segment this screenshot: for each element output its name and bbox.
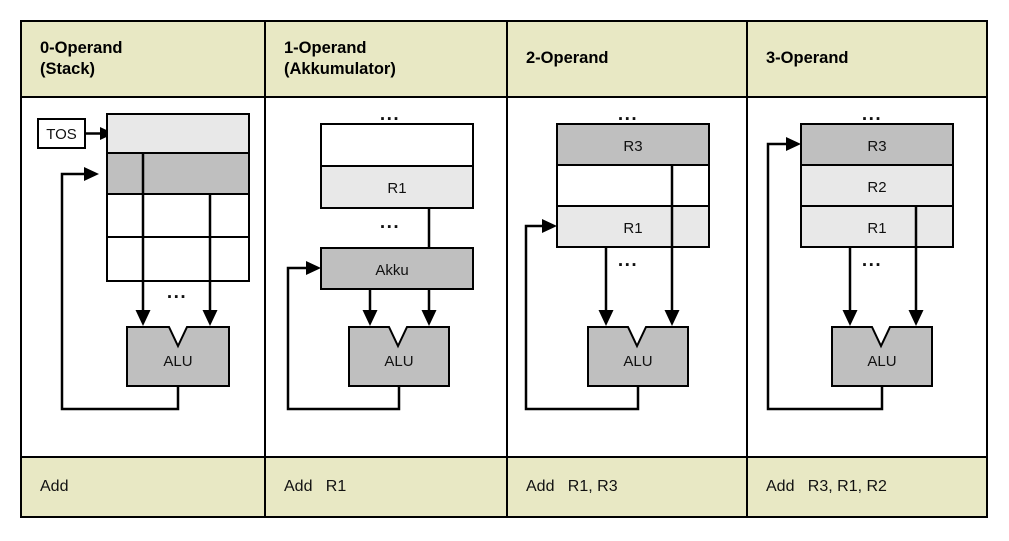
accumulator-machine-diagram: ... R1 ... Akku	[286, 104, 474, 411]
instruction-label-zero-operand: Add	[40, 478, 69, 495]
alu-feedback-path	[766, 142, 884, 411]
header-cell-three-operand: 3-Operand	[748, 22, 986, 98]
alu-label: ALU	[867, 353, 896, 370]
footer-cell-three-operand: Add R3, R1, R2	[748, 458, 986, 516]
register-cell-empty	[320, 123, 474, 167]
footer-cell-one-operand: Add R1	[266, 458, 508, 516]
header-cell-zero-operand: 0-Operand (Stack)	[22, 22, 266, 98]
register-cell-r1	[800, 205, 954, 248]
r2-operand-arrow	[908, 310, 924, 326]
two-operand-machine-diagram: ... R3 R1 ...	[524, 104, 710, 411]
register-bottom-ellipsis: ...	[862, 250, 882, 271]
alu-feedback-arrow	[84, 167, 99, 181]
register-label-r1: R1	[623, 220, 642, 237]
register-cell-r1	[320, 165, 474, 209]
stack-operand1-arrow	[135, 310, 151, 326]
register-cell-r1	[556, 205, 710, 248]
header-cell-one-operand: 1-Operand (Akkumulator)	[266, 22, 508, 98]
stack-operand2-arrow	[202, 310, 218, 326]
register-bottom-ellipsis: ...	[380, 212, 400, 233]
tos-pointer-box	[37, 118, 86, 149]
header-label-two-operand: 2-Operand	[526, 49, 609, 68]
operand-comparison-table: 0-Operand (Stack) 1-Operand (Akkumulator…	[20, 20, 988, 518]
register-top-ellipsis: ...	[380, 104, 400, 125]
r1-operand-arrow	[421, 310, 437, 326]
alu-label: ALU	[623, 353, 652, 370]
header-label-three-operand: 3-Operand	[766, 49, 849, 68]
header-label-one-operand: 1-Operand (Akkumulator)	[284, 38, 396, 78]
diagram-cell-zero-operand: TOS ...	[22, 98, 266, 458]
register-bottom-ellipsis: ...	[618, 250, 638, 271]
register-label-r2: R2	[867, 179, 886, 196]
tos-pointer-label: TOS	[46, 126, 77, 143]
instruction-label-one-operand: Add R1	[284, 478, 347, 495]
akku-label: Akku	[375, 262, 408, 279]
table-header-row: 0-Operand (Stack) 1-Operand (Akkumulator…	[22, 22, 986, 98]
alu-label: ALU	[163, 353, 192, 370]
alu-label: ALU	[384, 353, 413, 370]
stack-cell-3	[106, 236, 250, 282]
r1-operand-arrow	[598, 310, 614, 326]
register-top-ellipsis: ...	[862, 104, 882, 125]
register-top-ellipsis: ...	[618, 104, 638, 125]
alu-feedback-arrow	[542, 219, 557, 233]
instruction-label-three-operand: Add R3, R1, R2	[766, 478, 887, 495]
alu-shape	[348, 326, 450, 387]
stack-machine-diagram: TOS ...	[37, 113, 250, 411]
header-label-zero-operand: 0-Operand (Stack)	[40, 38, 123, 78]
alu-feedback-path	[60, 172, 180, 411]
alu-feedback-path	[286, 266, 401, 411]
stack-cell-1	[106, 152, 250, 195]
register-cell-empty	[556, 164, 710, 207]
alu-feedback-arrow	[306, 261, 321, 275]
instruction-label-two-operand: Add R1, R3	[526, 478, 618, 495]
diagram-cell-three-operand: ... R3 R2 R1 ... ALU	[748, 98, 986, 458]
register-label-r1: R1	[867, 220, 886, 237]
footer-cell-zero-operand: Add	[22, 458, 266, 516]
alu-shape	[587, 326, 689, 387]
stack-cell-2	[106, 193, 250, 238]
register-label-r3: R3	[623, 138, 642, 155]
register-label-r1: R1	[387, 180, 406, 197]
header-cell-two-operand: 2-Operand	[508, 22, 748, 98]
diagram-cell-two-operand: ... R3 R1 ...	[508, 98, 748, 458]
table-footer-row: Add Add R1 Add R1, R3 Add R3, R1, R2	[22, 458, 986, 516]
stack-ellipsis: ...	[167, 282, 187, 303]
stack-cell-0	[106, 113, 250, 154]
alu-feedback-path	[524, 224, 640, 411]
diagram-cell-one-operand: ... R1 ... Akku	[266, 98, 508, 458]
akku-operand-arrow	[362, 310, 378, 326]
table-body-row: TOS ...	[22, 98, 986, 458]
r3-operand-arrow	[664, 310, 680, 326]
footer-cell-two-operand: Add R1, R3	[508, 458, 748, 516]
register-cell-r2	[800, 164, 954, 207]
akku-box	[320, 247, 474, 290]
alu-shape	[126, 326, 230, 387]
alu-feedback-arrow	[786, 137, 801, 151]
three-operand-machine-diagram: ... R3 R2 R1 ... ALU	[766, 104, 954, 411]
r1-operand-arrow	[842, 310, 858, 326]
register-label-r3: R3	[867, 138, 886, 155]
alu-shape	[831, 326, 933, 387]
